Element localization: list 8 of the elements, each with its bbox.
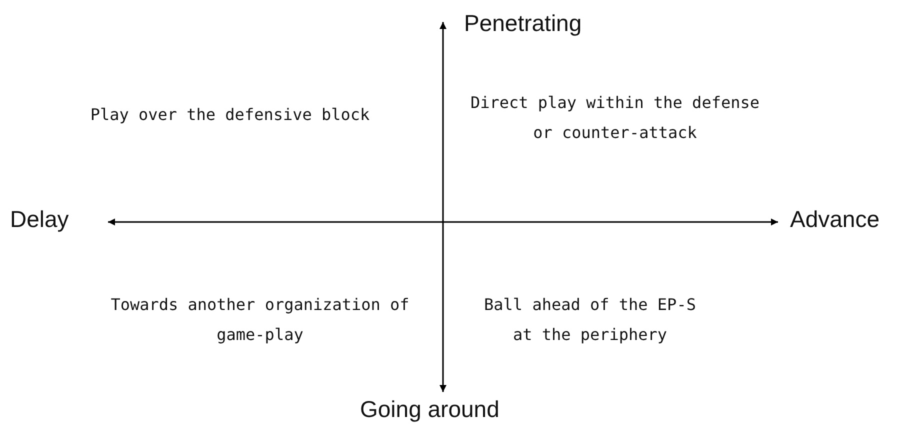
axis-label: Penetrating [464,10,582,37]
quadrant-text: Direct play within the defense or counter-attack [470,92,760,144]
quadrant-text: Ball ahead of the EP-S at the periphery [483,294,697,346]
axis-label: Advance [790,206,880,233]
axis-label: Going around [360,396,500,423]
axis-label: Delay [10,206,69,233]
quadrant-text: Towards another organization of game-play [110,294,410,346]
quadrant-text: Play over the defensive block [89,104,371,126]
